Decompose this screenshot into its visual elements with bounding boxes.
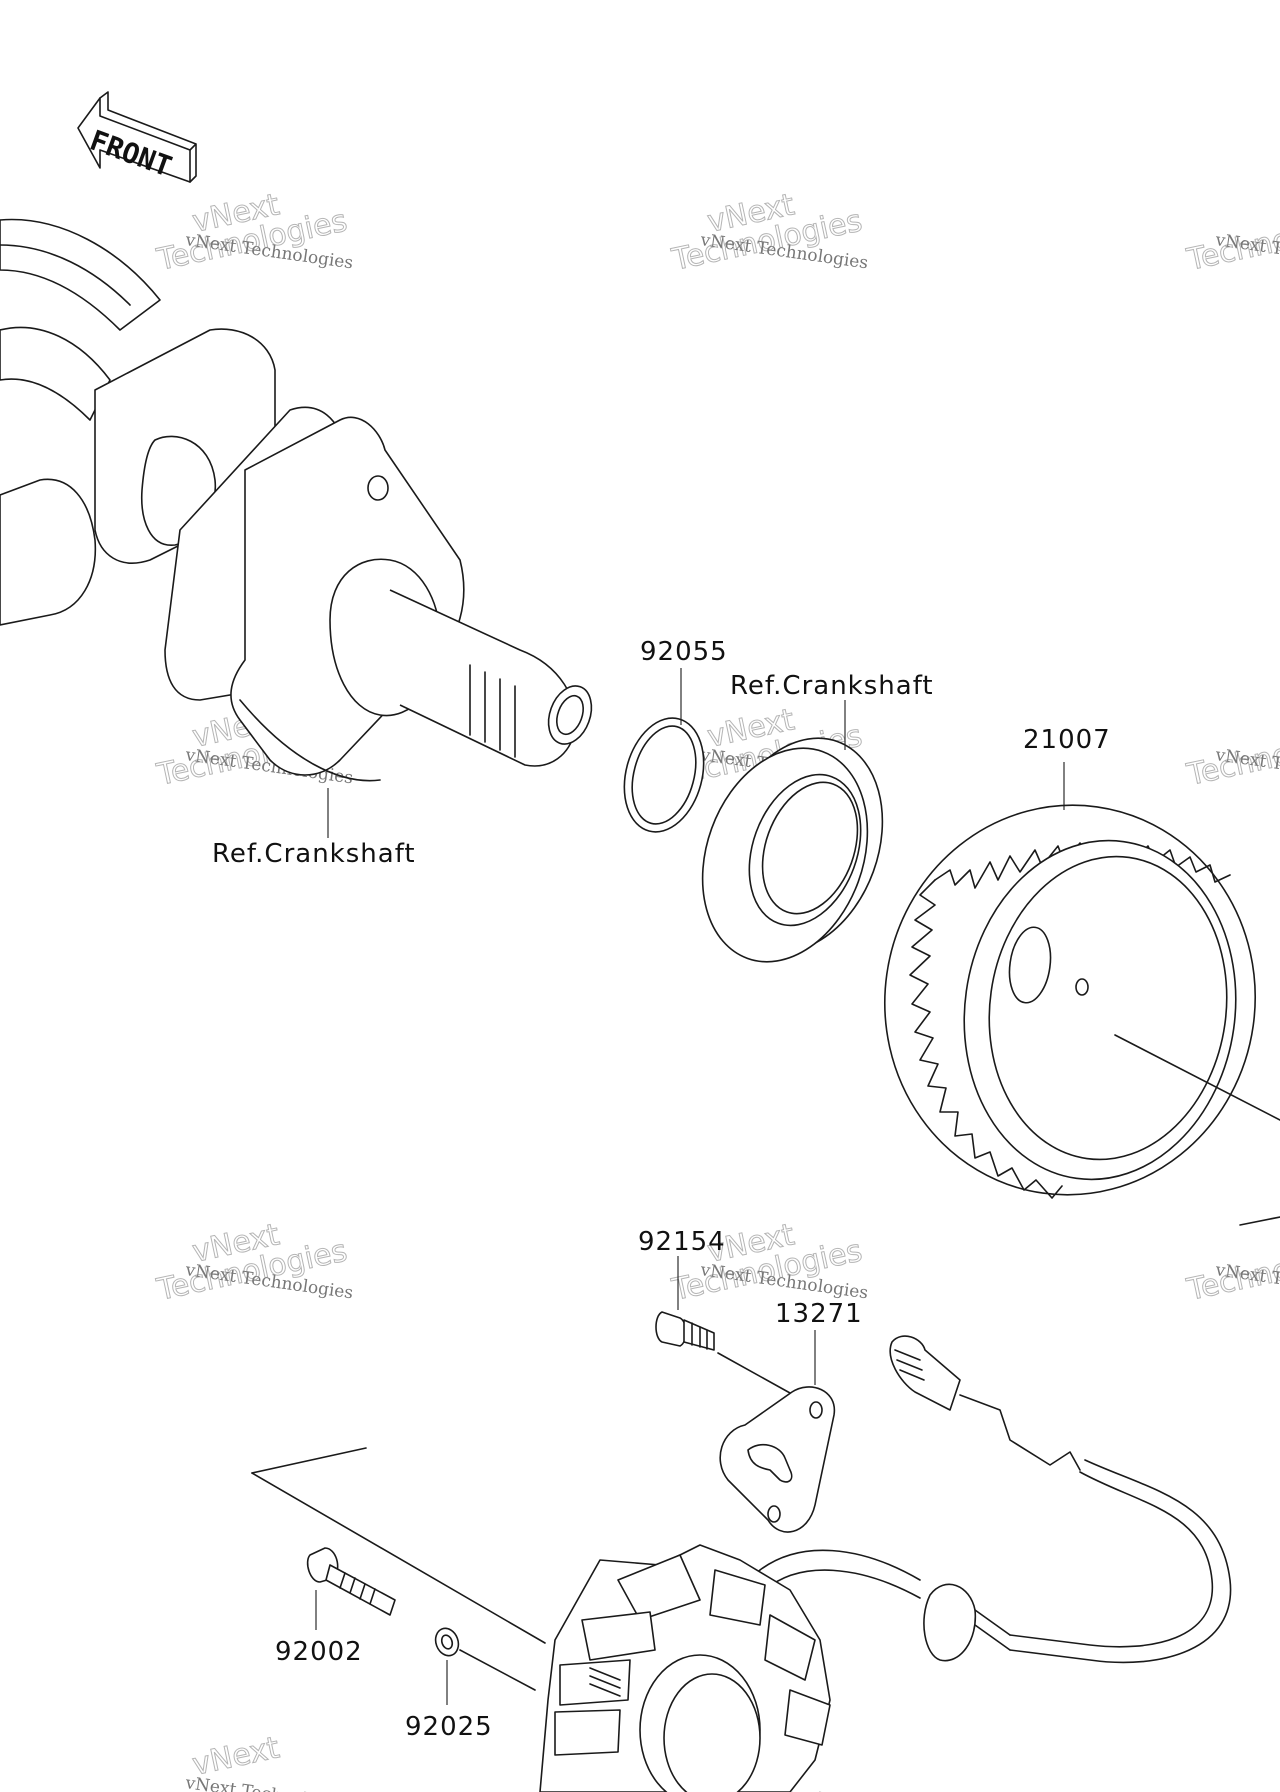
watermark-10: vNext vNext Technologies: [183, 1730, 354, 1792]
front-arrow-icon: FRONT: [77, 91, 197, 183]
stator-drawing: [251, 1447, 831, 1792]
part-92055-ring: [623, 717, 705, 833]
label-ref-crankshaft-top: Ref.Crankshaft: [730, 671, 934, 701]
label-92055: 92055: [640, 637, 728, 667]
part-21007-rotor: [884, 804, 1280, 1226]
watermark-9: Technologies vNext Technologies: [1183, 1233, 1280, 1309]
label-21007: 21007: [1023, 725, 1111, 755]
part-92154-bolt: [655, 1311, 791, 1394]
label-92025: 92025: [405, 1712, 493, 1742]
label-13271: 13271: [775, 1299, 863, 1329]
watermark-1: Technologies vNext vNext Technologies: [153, 187, 354, 279]
oil-seal-drawing: [701, 737, 884, 963]
svg-text:vNext Technologies: vNext Technologies: [183, 1773, 354, 1792]
part-13271-plate: [719, 1386, 836, 1533]
label-ref-crankshaft-left: Ref.Crankshaft: [212, 839, 416, 869]
watermark-6: Technologies vNext Technologies: [1183, 718, 1280, 794]
part-92002-bolt: [306, 1547, 396, 1616]
part-92025-washer: [434, 1627, 536, 1691]
watermark-3: Technologies vNext Technologies: [1183, 203, 1280, 279]
label-92154: 92154: [638, 1227, 726, 1257]
watermark-2: Technologies vNext vNext Technologies: [668, 187, 869, 279]
label-92002: 92002: [275, 1637, 363, 1667]
wiring-harness-drawing: [729, 1335, 1232, 1664]
crankshaft-drawing: [0, 218, 593, 782]
watermark-7: Technologies vNext vNext Technologies: [153, 1217, 354, 1309]
